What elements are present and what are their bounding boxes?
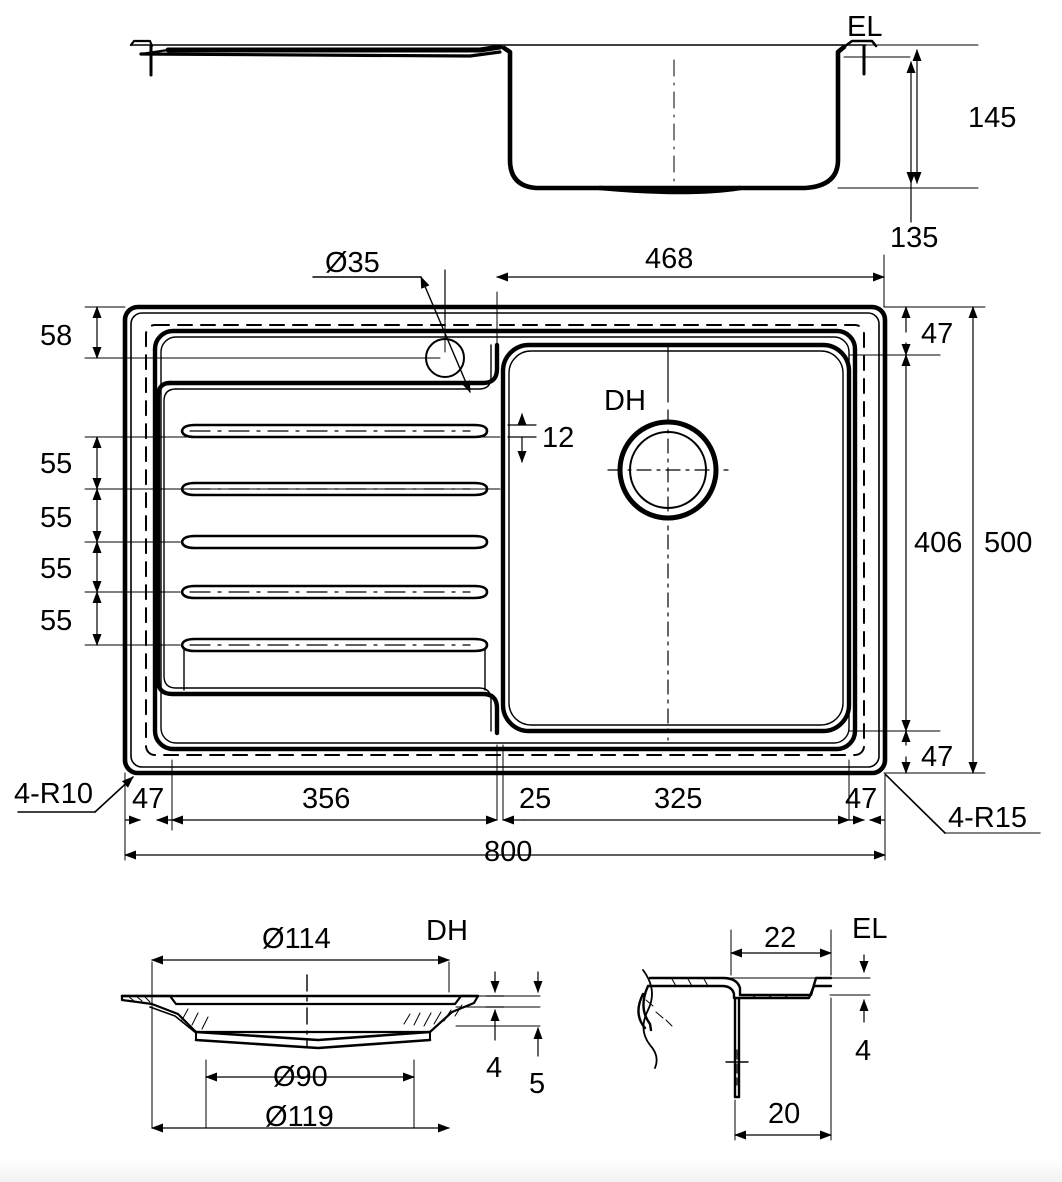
dim-text-55-3: 55 [40,553,72,585]
plan-view-geometry [122,269,888,776]
dim-text-dia114: Ø114 [262,923,331,955]
dim-text-20: 20 [768,1098,800,1130]
edge-detail-extension-lines [654,929,871,1141]
label-el-elevation: EL [847,11,882,43]
dim-text-47-bottom-right: 47 [921,741,953,773]
dim-text-468: 468 [645,243,693,275]
dim-text-47-top-right: 47 [921,318,953,350]
leader-4-R10 [17,776,134,813]
dim-text-dia90: Ø90 [273,1061,328,1093]
callout-4-R15: 4-R15 [948,802,1027,834]
dim-text-58: 58 [40,320,72,352]
dim-text-12: 12 [542,422,574,454]
dim-text-135: 135 [890,222,938,254]
dim-detail-4 [485,971,505,1041]
tap-hole-leader [312,276,471,393]
dim-text-800: 800 [484,836,532,868]
dim-text-55-4: 55 [40,605,72,637]
dim-text-325: 325 [654,783,702,815]
dim-text-25: 25 [519,783,551,815]
dim-12 [507,413,537,463]
dim-text-55-1: 55 [40,448,72,480]
page-footer-band [0,1160,1062,1182]
dim-text-dia119: Ø119 [265,1101,334,1133]
dim-text-detail-5: 5 [529,1068,545,1100]
front-elevation-geometry [129,39,979,195]
label-el-detail: EL [852,913,887,945]
label-dh-plan: DH [604,385,646,417]
callout-4-R10: 4-R10 [14,778,93,810]
leader-4-R15 [885,774,1041,834]
dim-text-47-bottom-right2: 47 [845,783,877,815]
label-dh-detail: DH [426,915,468,947]
dim-text-dia35: Ø35 [325,247,380,279]
drain-detail-geometry [120,974,480,1050]
dim-text-356: 356 [302,783,350,815]
drainer-grooves [180,423,489,653]
dim-text-47-bottom-left: 47 [132,783,164,815]
dim-text-detail-4: 4 [486,1052,502,1084]
dim-text-406: 406 [914,527,962,559]
edge-detail-geometry [637,969,833,1099]
dim-text-145: 145 [968,102,1016,134]
dim-text-55-2: 55 [40,502,72,534]
dim-text-edge-4: 4 [855,1035,871,1067]
dim-text-22: 22 [764,922,796,954]
dim-text-500: 500 [984,527,1032,559]
